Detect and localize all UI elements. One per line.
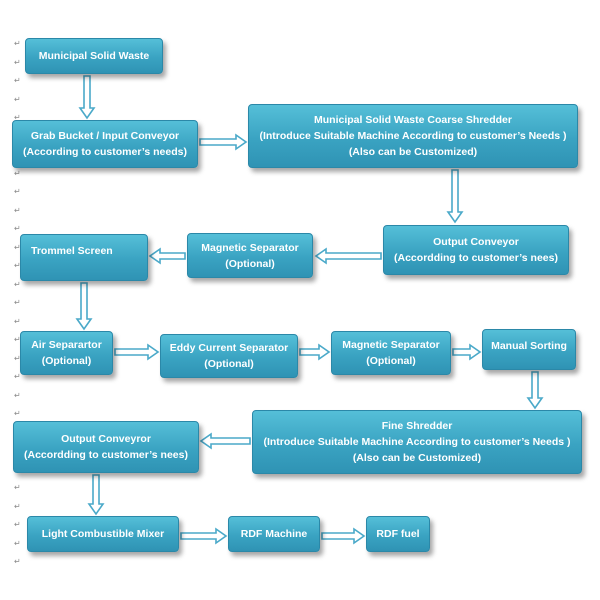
paragraph-mark: ↵ [14,261,21,270]
paragraph-mark: ↵ [14,57,21,67]
box-rdf-machine: RDF Machine [228,516,320,552]
paragraph-mark: ↵ [14,224,21,233]
box-manual-sorting: Manual Sorting [482,329,576,370]
box-line: Light Combustible Mixer [41,528,165,540]
box-coarse-shredder: Municipal Solid Waste Coarse Shredder (I… [248,104,578,168]
paragraph-mark: ↵ [14,520,21,529]
paragraph-mark: ↵ [14,390,21,400]
box-line: Output Conveyror [61,433,151,445]
box-line: Air Separartor [31,339,102,351]
paragraph-mark: ↵ [14,557,21,566]
box-line: (According to customer’s needs) [23,146,187,158]
box-line: Municipal Solid Waste [38,50,150,62]
arrow-eddy-to-magnetic [299,343,331,361]
paragraph-mark: ↵ [14,316,21,326]
arrow-msw-to-grab [78,75,96,120]
paragraph-mark: ↵ [14,279,21,289]
box-line: Output Conveyor [433,236,519,248]
box-magnetic-separator-1: Magnetic Separator (Optional) [187,233,313,278]
box-line: Trommel Screen [31,245,113,257]
box-line: (Accordding to customer’s nees) [394,252,558,264]
arrow-output-to-magnetic [314,247,382,265]
box-trommel-screen: Trommel Screen [20,234,148,281]
arrow-magnetic-to-trommel [148,247,186,265]
paragraph-mark: ↵ [14,409,21,418]
box-line: RDF fuel [376,528,420,540]
box-light-combustible-mixer: Light Combustible Mixer [27,516,179,552]
paragraph-mark: ↵ [14,242,21,252]
arrow-air-to-eddy [114,343,160,361]
box-line: Fine Shredder [381,420,453,432]
box-output-conveyor-2: Output Conveyror (Accordding to customer… [13,421,199,473]
box-output-conveyor-1: Output Conveyor (Accordding to customer’… [383,225,569,275]
box-magnetic-separator-2: Magnetic Separator (Optional) [331,331,451,375]
box-eddy-current-separator: Eddy Current Separator (Optional) [160,334,298,378]
box-line: Eddy Current Separator [169,342,289,354]
paragraph-mark: ↵ [14,298,21,307]
box-line: (Also can be Customized) [348,146,478,158]
arrow-magnetic-to-manual [452,343,482,361]
paragraph-mark: ↵ [14,113,21,122]
paragraph-mark: ↵ [14,187,21,196]
arrow-rdf-machine-to-fuel [321,527,366,545]
box-line: (Also can be Customized) [352,452,482,464]
box-line: Municipal Solid Waste Coarse Shredder [314,114,512,126]
paragraph-mark: ↵ [14,205,21,215]
arrow-coarse-to-output [446,169,464,224]
box-line: Magnetic Separator [342,339,440,351]
paragraph-mark: ↵ [14,501,21,511]
box-line: Magnetic Separator [201,241,299,254]
box-fine-shredder: Fine Shredder (Introduce Suitable Machin… [252,410,582,474]
paragraph-mark: ↵ [14,483,21,492]
box-rdf-fuel: RDF fuel [366,516,430,552]
box-line: (Optional) [204,358,254,370]
paragraph-mark: ↵ [14,94,21,104]
paragraph-mark: ↵ [14,538,21,548]
paragraph-mark: ↵ [14,39,21,48]
box-municipal-solid-waste: Municipal Solid Waste [25,38,163,74]
arrow-mixer-to-rdf-machine [180,527,228,545]
box-grab-bucket-input-conveyor: Grab Bucket / Input Conveyor (According … [12,120,198,168]
box-line: (Optional) [225,257,275,270]
box-line: (Accordding to customer’s nees) [24,449,188,461]
paragraph-mark: ↵ [14,372,21,381]
paragraph-mark: ↵ [14,168,21,178]
box-air-separator: Air Separartor (Optional) [20,331,113,375]
box-line: (Optional) [366,355,416,367]
paragraph-mark: ↵ [14,76,21,85]
arrow-grab-to-coarse [199,133,248,151]
box-line: RDF Machine [240,528,308,540]
box-line: (Optional) [41,355,92,367]
box-line: Grab Bucket / Input Conveyor [30,130,180,142]
paragraph-mark: ↵ [14,353,21,363]
arrow-output-to-mixer [87,474,105,516]
paragraph-mark: ↵ [14,335,21,344]
box-line: Manual Sorting [491,340,567,352]
arrow-trommel-to-air [75,282,93,331]
arrow-fine-to-output [199,432,251,450]
arrow-manual-to-fine [526,371,544,410]
box-line: (Introduce Suitable Machine According to… [259,130,567,142]
box-line: (Introduce Suitable Machine According to… [263,436,571,448]
